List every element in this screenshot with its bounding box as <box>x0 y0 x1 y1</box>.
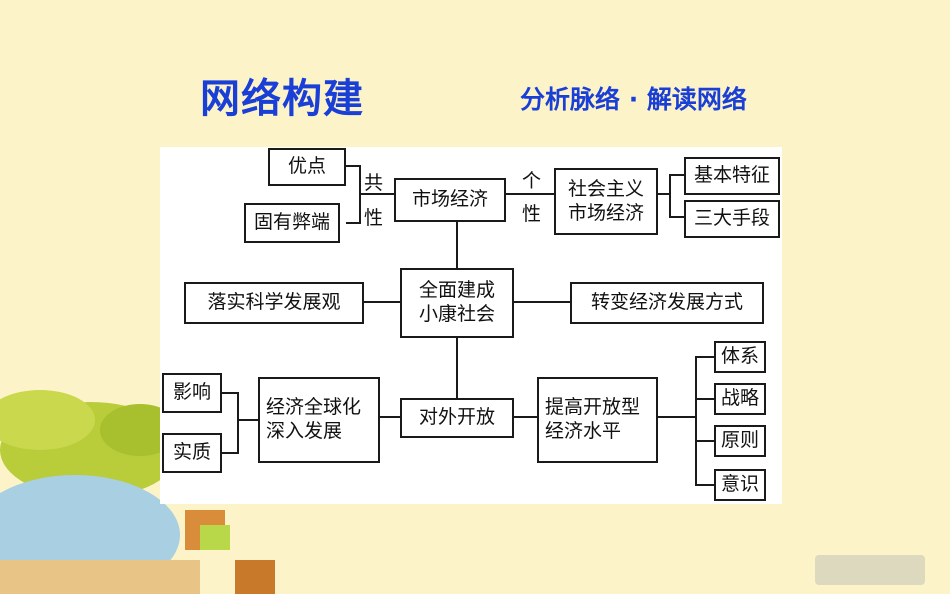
label-commonality-2: 性 <box>364 207 384 229</box>
connector <box>669 174 684 218</box>
node-awareness: 意识 <box>714 469 766 501</box>
node-raise-open-economy: 提高开放型 经济水平 <box>537 377 658 463</box>
node-basic-features: 基本特征 <box>684 157 780 195</box>
node-essence: 实质 <box>162 433 222 473</box>
node-advantage: 优点 <box>268 148 346 186</box>
ground-shape <box>0 560 200 594</box>
node-transform-growth: 转变经济发展方式 <box>570 282 764 324</box>
node-market-economy: 市场经济 <box>394 178 506 222</box>
label-individuality-1: 个 <box>522 170 542 192</box>
node-system: 体系 <box>714 341 766 373</box>
bush-shape <box>0 390 95 450</box>
page-subtitle: 分析脉络 · 解读网络 <box>520 85 747 114</box>
label-individuality-2: 性 <box>522 203 542 225</box>
node-scientific-development: 落实科学发展观 <box>184 282 364 324</box>
creature-shape <box>200 525 230 550</box>
node-opening-up: 对外开放 <box>400 398 514 438</box>
connector <box>695 356 714 486</box>
label-commonality-1: 共 <box>364 172 384 194</box>
logo-watermark <box>815 555 925 585</box>
node-three-means: 三大手段 <box>684 200 780 238</box>
node-principle: 原则 <box>714 425 766 457</box>
node-xiaokang: 全面建成 小康社会 <box>400 268 514 338</box>
creature-shape <box>235 560 275 594</box>
concept-map: 优点 固有弊端 共 性 市场经济 个 性 社会主义 市场经济 基本特征 三大手段… <box>160 147 782 504</box>
node-drawback: 固有弊端 <box>244 203 340 243</box>
connector <box>346 165 361 224</box>
node-strategy: 战略 <box>714 383 766 415</box>
page-title: 网络构建 <box>200 76 364 122</box>
connector <box>222 392 239 454</box>
connector-lines <box>222 165 714 486</box>
node-globalization: 经济全球化 深入发展 <box>258 377 380 463</box>
node-socialist-market-economy: 社会主义 市场经济 <box>554 168 658 235</box>
node-influence: 影响 <box>162 373 222 413</box>
